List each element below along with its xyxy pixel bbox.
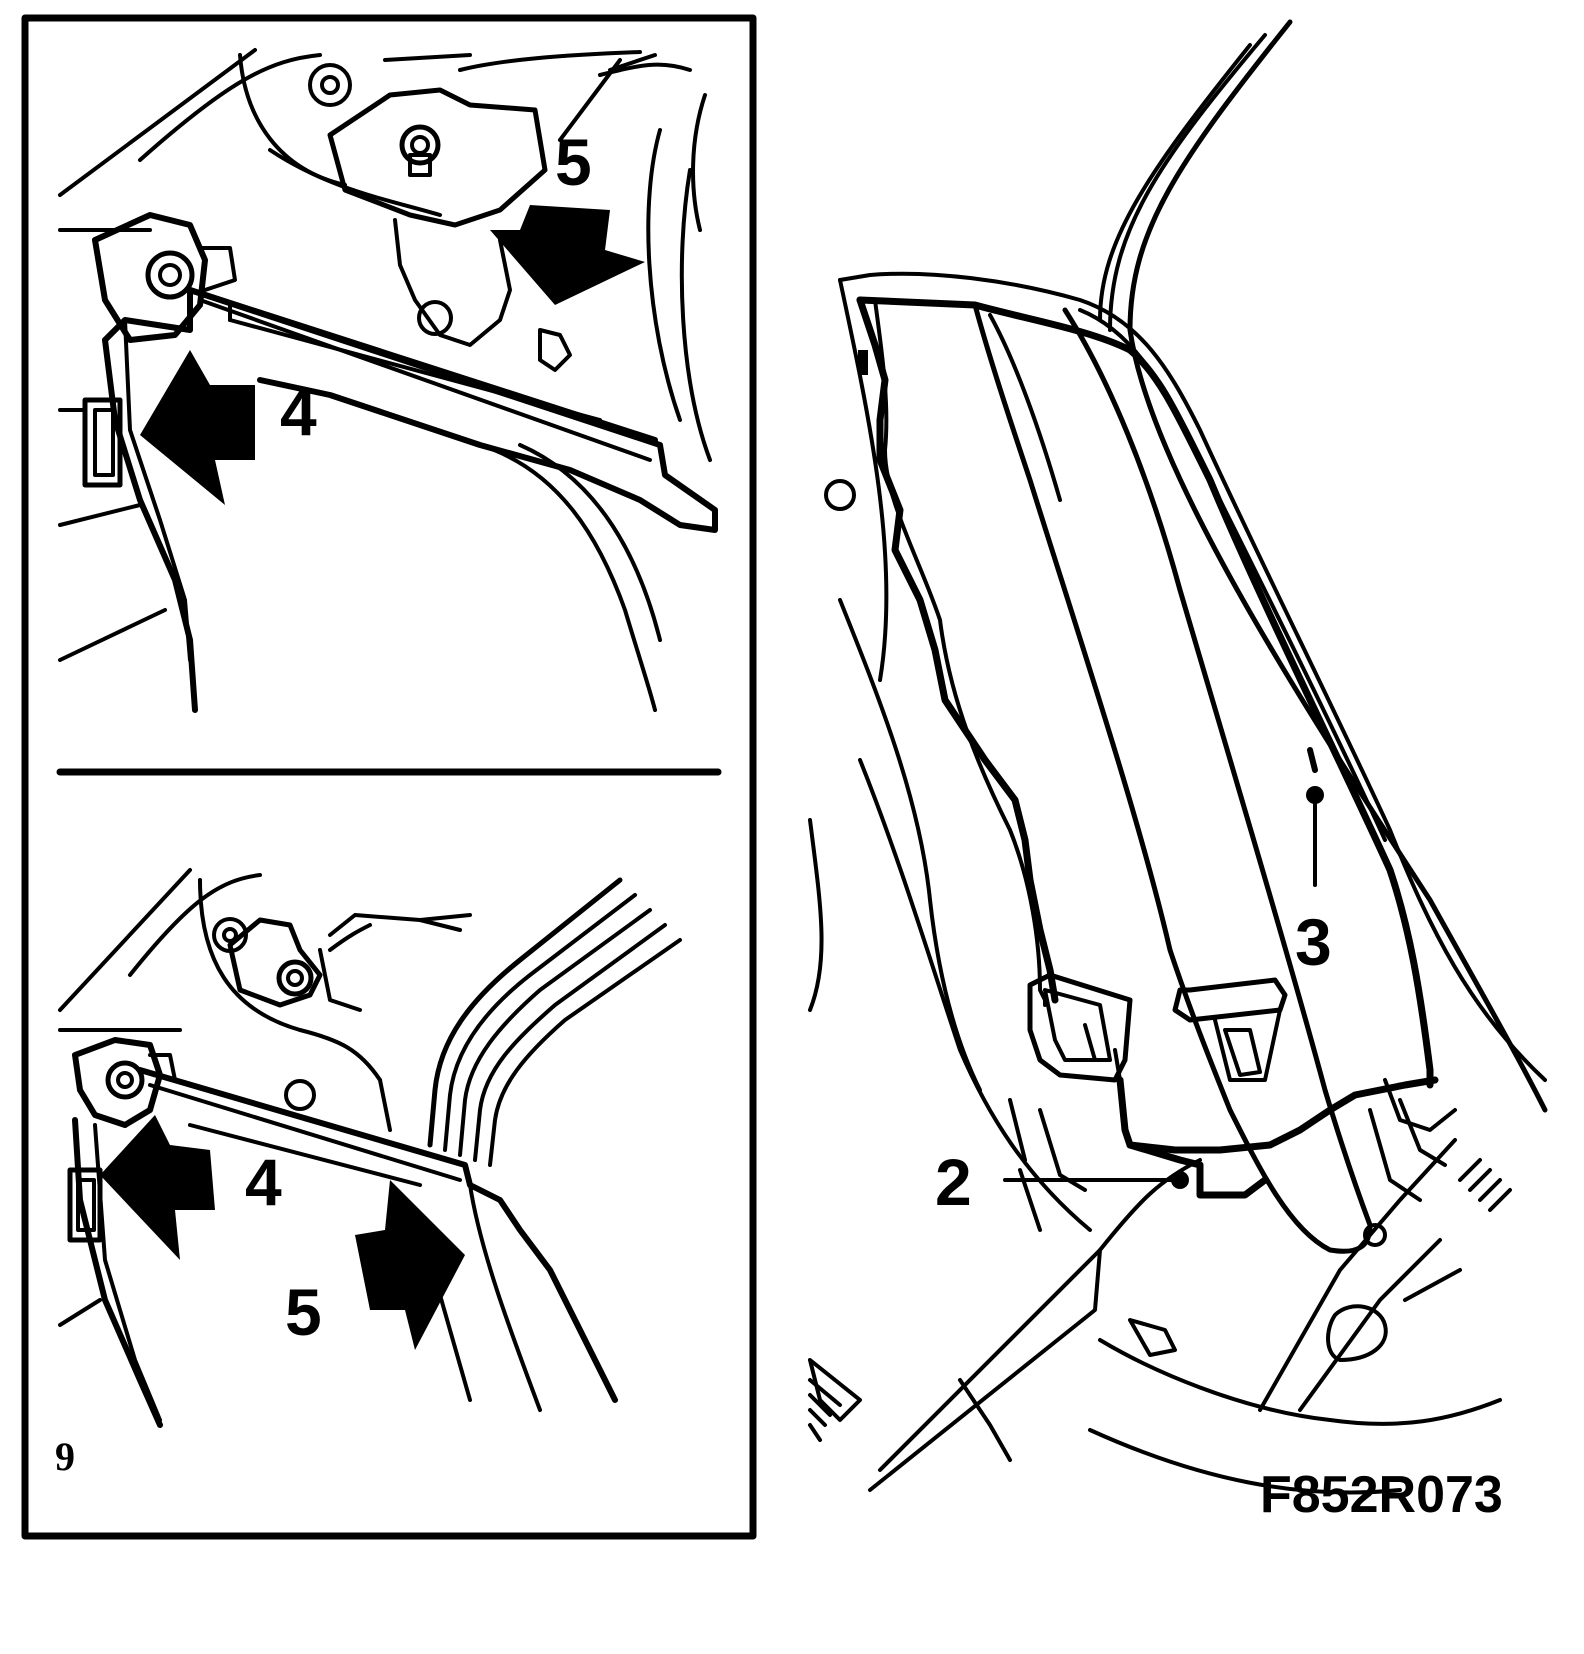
main-callout-2: 2 [935,1145,972,1219]
inset-top-arrow-5 [490,205,645,305]
figure-id-label: F852R073 [1260,1466,1503,1524]
leader-dot-2 [1171,1171,1189,1189]
inset-bottom-arrow-4 [100,1115,215,1260]
main-view-drawing [808,19,1548,1495]
leader-dot-3 [1306,786,1324,804]
inset-bottom-corner-mark: 9 [55,1434,75,1479]
inset-bottom-callout-5: 5 [285,1275,322,1349]
inset-top-callout-5: 5 [555,125,592,199]
inset-top-arrow-4 [140,350,255,505]
inset-bottom-drawing [58,868,682,1428]
inset-top-callout-4: 4 [280,375,317,449]
inset-bottom-callout-4: 4 [245,1145,282,1219]
main-callout-3: 3 [1295,905,1332,979]
inset-top-drawing [58,48,718,713]
inset-bottom-arrow-5 [355,1180,465,1350]
inset-frame [21,14,757,1540]
